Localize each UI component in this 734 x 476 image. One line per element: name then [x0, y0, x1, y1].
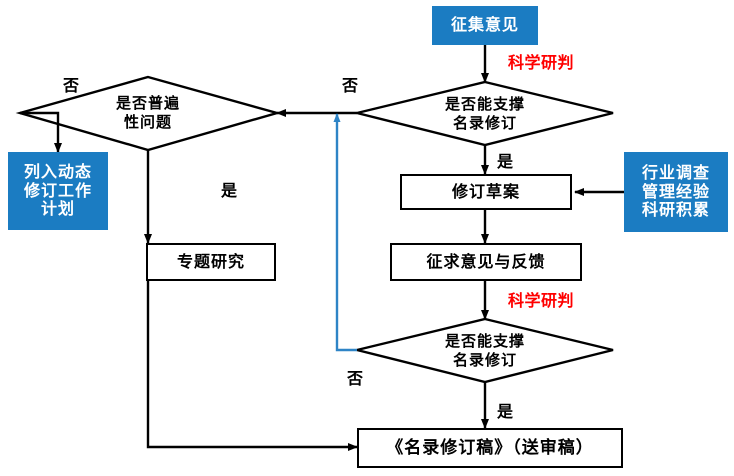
node-solicit-feedback[interactable]: 征求意见与反馈: [390, 243, 582, 281]
node-special-research-label: 专题研究: [176, 251, 245, 271]
edge-label-no-decision2: 否: [347, 369, 364, 388]
edge-label-yes-decision1: 是: [497, 152, 514, 171]
annotation-scientific-judgement-top: 科学研判: [508, 53, 575, 72]
node-solicit-feedback-label: 征求意见与反馈: [426, 251, 546, 271]
node-collect-opinions-label: 征集意见: [450, 15, 519, 35]
node-final-draft[interactable]: 《名录修订稿》（送审稿）: [357, 428, 623, 468]
node-revision-draft[interactable]: 修订草案: [400, 174, 572, 210]
node-special-research[interactable]: 专题研究: [146, 243, 276, 281]
node-dynamic-revision-plan[interactable]: 列入动态 修订工作 计划: [8, 152, 108, 230]
edge-label-no-decision1: 否: [342, 76, 359, 95]
annotation-scientific-judgement-middle: 科学研判: [508, 291, 575, 310]
node-dynamic-revision-plan-line1: 列入动态: [23, 161, 92, 181]
node-revision-draft-label: 修订草案: [451, 181, 520, 201]
edge-label-yes-common: 是: [221, 181, 238, 200]
edge-research-to-final: [146, 281, 358, 451]
node-collect-opinions[interactable]: 征集意见: [432, 6, 538, 45]
edge-decision2-no-loop: [333, 113, 357, 352]
node-dynamic-revision-plan-line2: 修订工作: [23, 180, 92, 200]
node-industry-inputs-line2: 管理经验: [641, 181, 710, 201]
node-industry-inputs-line3: 科研积累: [641, 200, 710, 220]
edge-label-yes-decision2: 是: [497, 402, 514, 421]
node-industry-inputs-line1: 行业调查: [641, 162, 710, 182]
edge-common-no-to-plan: [20, 111, 62, 153]
diamond-support-2-shape: [356, 317, 614, 384]
diamond-support-1-shape: [356, 80, 614, 147]
edge-label-no-common: 否: [63, 76, 80, 95]
node-final-draft-label: 《名录修订稿》（送审稿）: [386, 437, 594, 458]
node-industry-inputs[interactable]: 行业调查 管理经验 科研积累: [624, 152, 728, 232]
node-dynamic-revision-plan-line3: 计划: [40, 199, 75, 219]
